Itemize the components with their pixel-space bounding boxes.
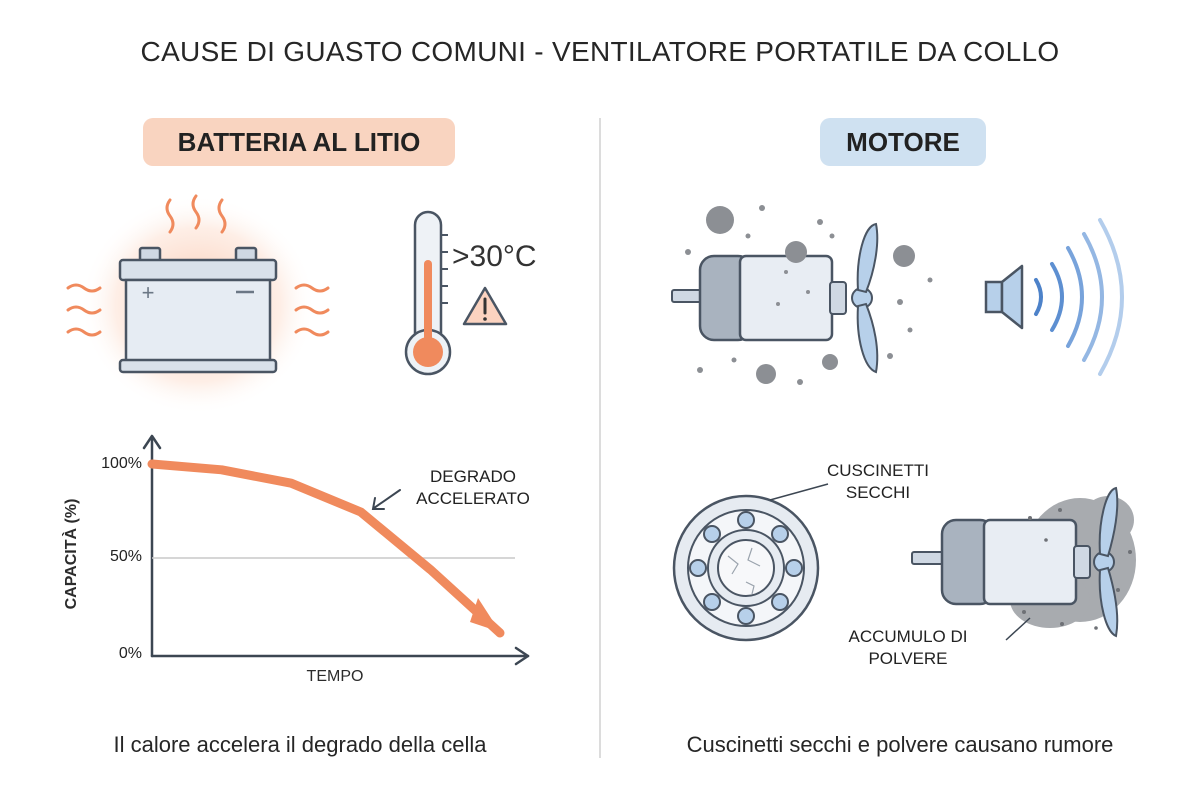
chart-axes <box>142 434 530 666</box>
chart-series-line <box>147 459 505 638</box>
motor-heading: MOTORE <box>820 118 986 166</box>
sound-waves-icon <box>1034 218 1124 376</box>
warning-icon <box>462 286 508 326</box>
temperature-threshold-label: >30°C <box>452 240 537 273</box>
thermometer-icon <box>404 210 452 376</box>
dust-particles-icon <box>685 205 933 385</box>
chart-ytick: 0% <box>118 645 142 662</box>
motor-icon-top <box>671 222 879 374</box>
speaker-noise-icon <box>984 264 1024 330</box>
chart-ytick: 100% <box>101 455 142 472</box>
bearing-label-leader <box>769 483 829 501</box>
heat-waves-icon <box>66 194 330 337</box>
battery-icon: + <box>80 195 316 415</box>
panel-divider <box>599 118 601 758</box>
chart-arrowhead <box>470 598 500 632</box>
dust-specks-icon <box>1022 508 1132 630</box>
motor-icon-bottom <box>911 486 1119 638</box>
chart-xlabel: TEMPO <box>306 668 364 685</box>
chart-ylabel: CAPACITÀ (%) <box>63 498 80 610</box>
chart-ytick: 50% <box>109 548 142 565</box>
dust-label: ACCUMULO DI POLVERE <box>848 627 968 668</box>
svg-text:+: + <box>142 280 155 305</box>
battery-heading: BATTERIA AL LITIO <box>143 118 455 166</box>
bearing-icon <box>672 494 820 642</box>
capacity-curve <box>147 459 505 638</box>
diagram-title: CAUSE DI GUASTO COMUNI - VENTILATORE POR… <box>140 36 1060 67</box>
chart-annotation: DEGRADO ACCELERATO <box>416 467 530 508</box>
bearing-label: CUSCINETTI SECCHI <box>827 461 929 502</box>
motor-caption: Cuscinetti secchi e polvere causano rumo… <box>686 732 1114 757</box>
dust-label-leader <box>1005 617 1031 641</box>
battery-caption: Il calore accelera il degrado della cell… <box>113 732 487 757</box>
annotation-arrow-icon <box>371 489 401 510</box>
